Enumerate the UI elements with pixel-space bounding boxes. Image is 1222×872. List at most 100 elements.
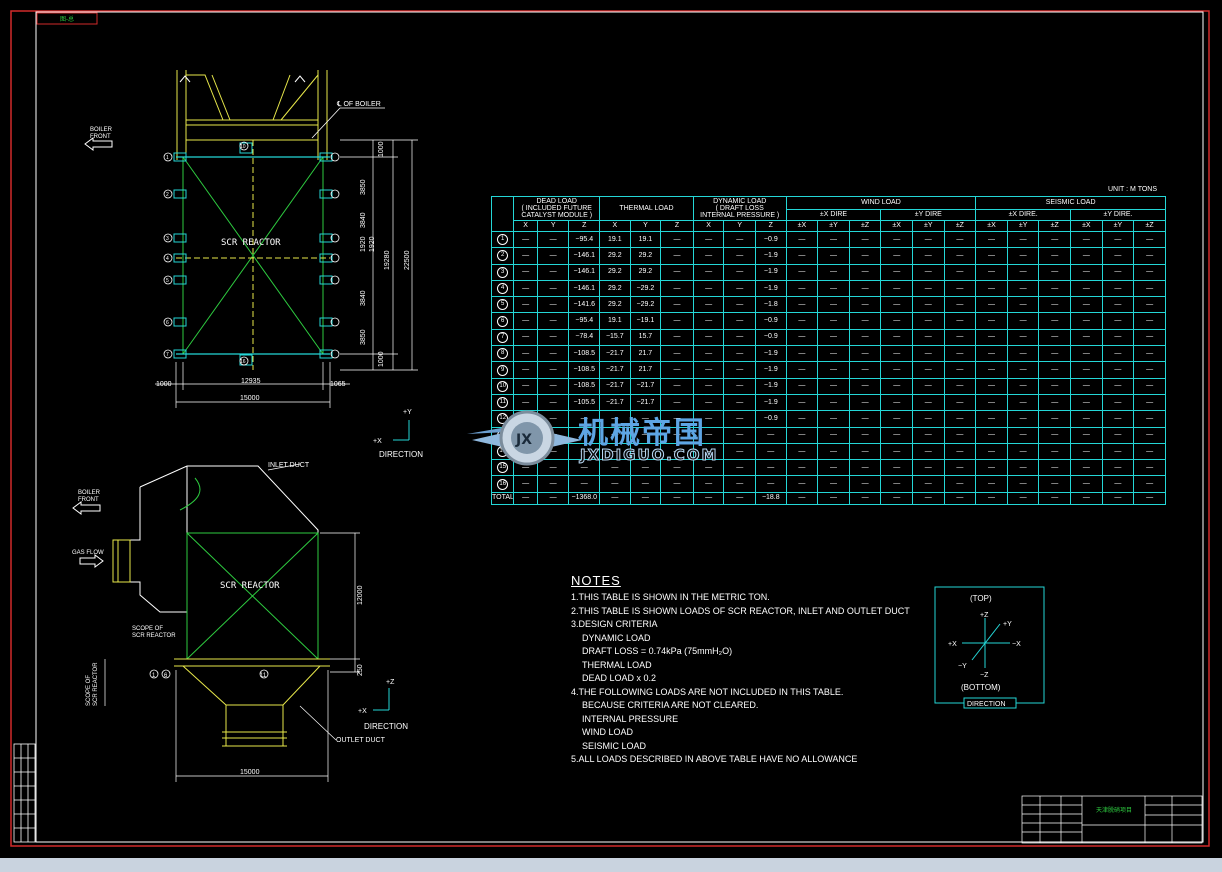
cell-dash: — xyxy=(975,230,1008,249)
scope-vertical-2: SCR REACTOR xyxy=(93,662,99,706)
cell-dash: — xyxy=(1070,475,1103,493)
note-line: WIND LOAD xyxy=(582,727,634,737)
cell-dash: — xyxy=(1006,377,1040,395)
cell-dash: — xyxy=(848,491,882,506)
elev-dir-x: +X xyxy=(358,708,367,715)
cell-dz: −108.5 xyxy=(568,361,601,379)
cell-dash: — xyxy=(660,279,694,298)
cell-dash: — xyxy=(911,377,945,395)
row-node-number: 1 xyxy=(497,234,509,246)
row-node-number: 10 xyxy=(497,380,509,392)
row-node-cell: 3 xyxy=(490,263,515,281)
cell-yz: −1.9 xyxy=(755,377,787,395)
cell-dash: — xyxy=(1101,361,1135,379)
header-seismic-y: ±Y DIRE. xyxy=(1070,209,1166,221)
plan-node-label: 5 xyxy=(166,278,169,284)
plan-center-node-label: 10 xyxy=(240,144,246,150)
note-line: DRAFT LOSS = 0.74kPa (75mmH₂O) xyxy=(582,646,733,656)
cell-dash: — xyxy=(848,361,882,379)
dynamic-load-line: ( DRAFT LOSS xyxy=(715,205,764,212)
note-line: SEISMIC LOAD xyxy=(582,740,647,751)
cell-dash: — xyxy=(817,328,850,347)
cell-dash: — xyxy=(1070,263,1103,281)
cell-dash: — xyxy=(1038,377,1072,395)
cell-ty: 29.2 xyxy=(629,247,662,265)
cell-dash: — xyxy=(692,377,725,395)
cell-dash: — xyxy=(785,230,819,249)
header-pm-axis: ±Z xyxy=(943,220,977,232)
cell-ty: −29.2 xyxy=(629,296,662,314)
note-line: 1.THIS TABLE IS SHOWN IN THE METRIC TON. xyxy=(571,592,770,602)
dead-load-line: ( INCLUDED FUTURE xyxy=(521,205,592,212)
cell-dash: — xyxy=(880,491,913,506)
cell-dash: — xyxy=(513,230,538,249)
plan-view: SCR REACTOR ℄ OF BOILER BOILER FRONT 100… xyxy=(84,70,423,459)
cell-dash: — xyxy=(1101,377,1135,395)
cell-dash: — xyxy=(785,442,819,461)
cell-dash: — xyxy=(1038,410,1072,428)
revision-strip xyxy=(13,743,36,843)
plan-node-label: 1 xyxy=(166,155,169,161)
cell-dash: — xyxy=(660,475,694,493)
cell-dash: — xyxy=(536,247,570,265)
cell-dash: — xyxy=(880,230,913,249)
cell-dash: — xyxy=(723,328,756,347)
cell-dash: — xyxy=(660,491,694,506)
cell-dash: — xyxy=(536,361,570,379)
cell-dash: — xyxy=(1006,312,1040,330)
cell-dash: — xyxy=(1133,361,1166,379)
cell-dash: — xyxy=(536,328,570,347)
total-label: TOTAL xyxy=(490,491,515,506)
row-node-cell: 4 xyxy=(490,279,515,298)
cell-dash: — xyxy=(1101,312,1135,330)
cell-dash: — xyxy=(785,377,819,395)
elev-dir-z: +Z xyxy=(386,679,395,686)
cell-yz: −0.9 xyxy=(755,328,787,347)
cell-dash: — xyxy=(536,279,570,298)
dir-mx: −X xyxy=(1012,641,1021,648)
cell-dz: −108.5 xyxy=(568,345,601,363)
row-node-cell: 2 xyxy=(490,247,515,265)
cell-dash: — xyxy=(943,393,977,412)
cell-dash: — xyxy=(1006,491,1040,506)
dim-r-4: 1920 xyxy=(360,236,367,252)
drawing-tag: 图-总 xyxy=(60,15,74,23)
plan-node-label: 2 xyxy=(166,192,169,198)
cell-dash: — xyxy=(692,312,725,330)
dir-px: +X xyxy=(948,641,957,648)
drawing-tag-box xyxy=(36,12,98,25)
cell-dash: — xyxy=(660,345,694,363)
cell-dash: — xyxy=(1101,442,1135,461)
cell-dash: — xyxy=(785,491,819,506)
cell-dash: — xyxy=(723,361,756,379)
dim-r-8: 1000 xyxy=(378,351,385,367)
cell-dash: — xyxy=(785,279,819,298)
cell-dash: — xyxy=(817,426,850,444)
watermark-logo-icon: JX xyxy=(467,410,582,466)
cell-dash: — xyxy=(536,475,570,493)
cell-dash: — xyxy=(1038,230,1072,249)
cell-dash: — xyxy=(817,393,850,412)
dir-top: (TOP) xyxy=(970,594,992,603)
cell-dash: — xyxy=(599,491,631,506)
cell-dash: — xyxy=(1070,426,1103,444)
cell-dash: — xyxy=(911,426,945,444)
cell-dash: — xyxy=(911,345,945,363)
cell-dash: — xyxy=(943,377,977,395)
cell-dash: — xyxy=(1038,361,1072,379)
cell-dash: — xyxy=(880,377,913,395)
cell-ty: 21.7 xyxy=(629,345,662,363)
cell-dash: — xyxy=(848,410,882,428)
dir-my: −Y xyxy=(958,663,967,670)
header-wind-load: WIND LOAD xyxy=(785,196,977,210)
elev-dim-bottom: 15000 xyxy=(240,769,260,776)
cell-dash: — xyxy=(536,345,570,363)
cell-dash: — xyxy=(1133,410,1166,428)
watermark: JX 机械帝国 JXDIGUO.COM xyxy=(462,402,762,472)
notes-title: NOTES xyxy=(571,573,621,588)
cell-dash: — xyxy=(1006,328,1040,347)
cell-dash: — xyxy=(817,410,850,428)
cell-dash: — xyxy=(1006,459,1040,477)
